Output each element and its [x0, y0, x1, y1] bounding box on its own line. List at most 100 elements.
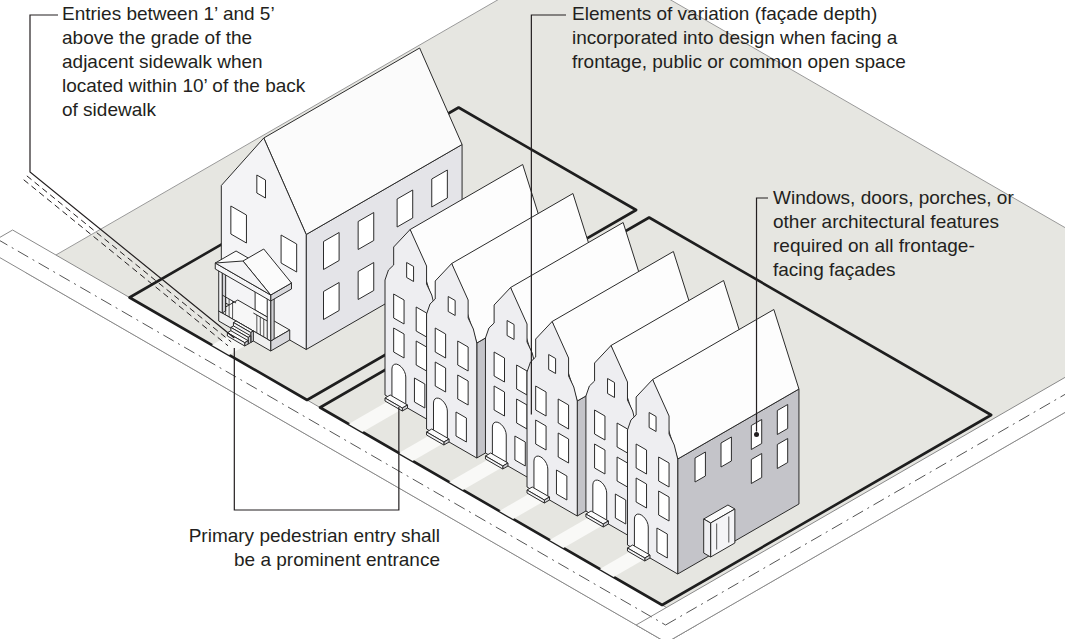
- callout-note: Windows, doors, porches, or other archit…: [773, 186, 1023, 282]
- window: [536, 386, 546, 416]
- bay-mullion: [728, 517, 729, 543]
- window: [324, 233, 340, 270]
- porch-baluster: [263, 319, 264, 337]
- window: [435, 362, 445, 392]
- porch-baluster: [225, 297, 226, 315]
- townhouse-unit: [627, 310, 798, 575]
- window: [494, 352, 504, 382]
- stoop-front: [385, 398, 402, 411]
- window: [777, 405, 787, 435]
- stoop-side: [544, 497, 549, 503]
- stoop-front: [527, 490, 544, 503]
- window: [515, 436, 525, 466]
- window: [231, 206, 247, 243]
- window: [324, 283, 340, 320]
- window: [558, 433, 568, 463]
- stoop-side: [402, 405, 407, 411]
- window: [536, 420, 546, 450]
- window: [458, 341, 468, 371]
- townhouse-roof: [653, 310, 799, 460]
- porch-gable: [215, 261, 270, 295]
- window: [617, 457, 627, 487]
- stoop-side: [444, 439, 449, 445]
- stoop-front: [627, 548, 644, 561]
- window: [636, 478, 646, 508]
- window: [397, 190, 413, 227]
- window: [695, 452, 705, 482]
- stoop-front: [586, 514, 603, 527]
- window: [394, 328, 404, 358]
- window: [414, 378, 424, 408]
- leader-dot: [754, 432, 759, 437]
- window: [517, 399, 527, 429]
- window: [657, 528, 667, 558]
- window: [617, 423, 627, 453]
- porch-baluster: [229, 299, 230, 317]
- window: [721, 437, 731, 467]
- callout-note: Elements of variation (façade depth) inc…: [572, 2, 967, 74]
- porch-baluster: [232, 301, 233, 319]
- window: [659, 457, 669, 487]
- leader-line: [757, 198, 768, 432]
- gable-window: [608, 379, 615, 398]
- window: [777, 439, 787, 469]
- walkway: [550, 518, 602, 548]
- gable-window: [448, 297, 455, 316]
- callout-note: Entries between 1’ and 5’ above the grad…: [62, 2, 317, 122]
- window: [456, 412, 466, 442]
- porch-baluster: [260, 317, 261, 335]
- window: [435, 328, 445, 358]
- stoop-front: [427, 432, 444, 445]
- porch-post-front: [267, 297, 270, 341]
- leader-line: [24, 180, 228, 346]
- window: [358, 213, 374, 250]
- bay-mullion: [716, 524, 717, 550]
- townhouse-front-wall: [627, 380, 677, 575]
- walkway: [349, 402, 401, 432]
- callout-note: Primary pedestrian entry shall be a prom…: [184, 524, 440, 572]
- window: [659, 491, 669, 521]
- gable-window: [407, 263, 414, 282]
- step-side: [245, 341, 248, 346]
- window: [458, 375, 468, 405]
- window: [358, 263, 374, 300]
- porch-baluster: [256, 315, 257, 333]
- window: [281, 235, 297, 272]
- gable-window: [549, 355, 556, 374]
- window: [416, 341, 426, 371]
- stoop-front: [485, 456, 502, 469]
- bay-window-side: [711, 509, 735, 557]
- stoop-side: [645, 555, 650, 561]
- window: [416, 307, 426, 337]
- leader-line: [27, 176, 231, 342]
- window: [751, 454, 761, 484]
- window: [517, 365, 527, 395]
- window: [595, 410, 605, 440]
- townhouse-front-wall: [427, 264, 477, 459]
- townhouse-front-wall: [527, 322, 577, 517]
- window: [432, 170, 448, 207]
- porch-post-side: [271, 297, 274, 341]
- window: [595, 444, 605, 474]
- bay-window-front: [704, 519, 711, 557]
- gable-window: [507, 321, 514, 340]
- window: [556, 470, 566, 500]
- window: [257, 175, 266, 198]
- window: [636, 444, 646, 474]
- end-wall-features: [695, 405, 788, 558]
- townhouse-row: [385, 165, 799, 575]
- leader-line: [234, 348, 399, 510]
- window: [615, 494, 625, 524]
- gable-window: [649, 413, 656, 432]
- porch-post-side: [222, 269, 225, 313]
- window: [558, 399, 568, 429]
- leader-line: [531, 15, 566, 415]
- window: [494, 386, 504, 416]
- window: [394, 294, 404, 324]
- walkway: [449, 460, 501, 490]
- stoop-side: [503, 463, 508, 469]
- porch-post-front: [219, 269, 222, 313]
- stoop-side: [603, 521, 608, 527]
